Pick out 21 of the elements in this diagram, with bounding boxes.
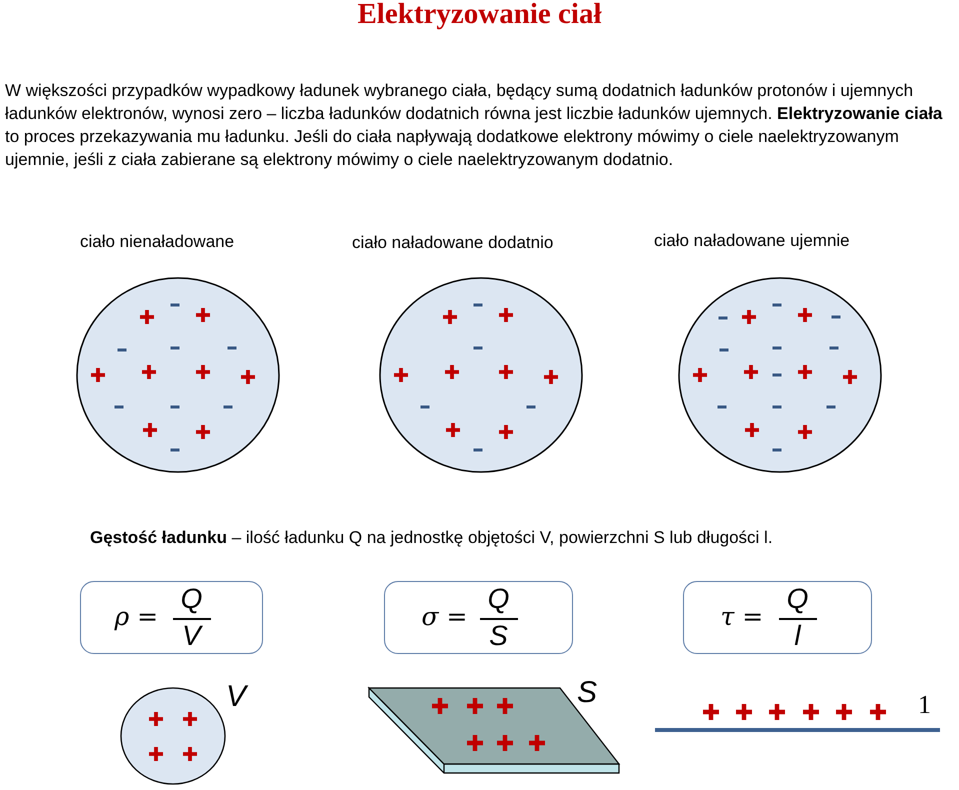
denominator: V xyxy=(181,621,204,651)
body-heading: ciało naładowane ujemnie xyxy=(654,230,851,252)
length-label: 1 xyxy=(918,690,931,720)
title: Elektryzowanie ciał xyxy=(356,0,603,31)
body-heading: ciało nienaładowane xyxy=(80,231,236,253)
denominator: S xyxy=(488,621,509,651)
intro-paragraph: W większości przypadków wypadkowy ładunek wybranego ciała, będący sumą dodatnich ładunków protonów i ujemnych ładunków elektronów, wynosi zero – liczba ładunków dodatnich równa jest liczbie ładunków ujemnych. Elektryzowanie ciała to proces przekazywania mu ładunku. Jeśli do ciała napływają dodatkowe elektrony mówimy o ciele naelektryzowanym ujemnie, jeśli z ciała zabierane są elektrony mówimy o ciele naelektryzowanym dodatnio. xyxy=(5,80,944,171)
formula-symbol: σ = xyxy=(422,602,468,631)
numerator: Q xyxy=(180,584,204,614)
formula-symbol: τ = xyxy=(720,602,764,631)
body-heading: ciało naładowane dodatnio xyxy=(352,232,554,254)
volume-label: V xyxy=(226,680,246,714)
numerator: Q xyxy=(786,584,810,614)
definition-text: Gęstość ładunku – ilość ładunku Q na jednostkę objętości V, powierzchni S lub długości l. xyxy=(90,527,774,549)
formula-symbol: ρ = xyxy=(114,602,158,631)
formula-box xyxy=(683,581,872,654)
numerator: Q xyxy=(486,584,510,614)
surface-label: S xyxy=(577,676,598,710)
formula-box xyxy=(384,581,573,654)
denominator: l xyxy=(793,621,802,651)
formula-box xyxy=(80,581,263,654)
